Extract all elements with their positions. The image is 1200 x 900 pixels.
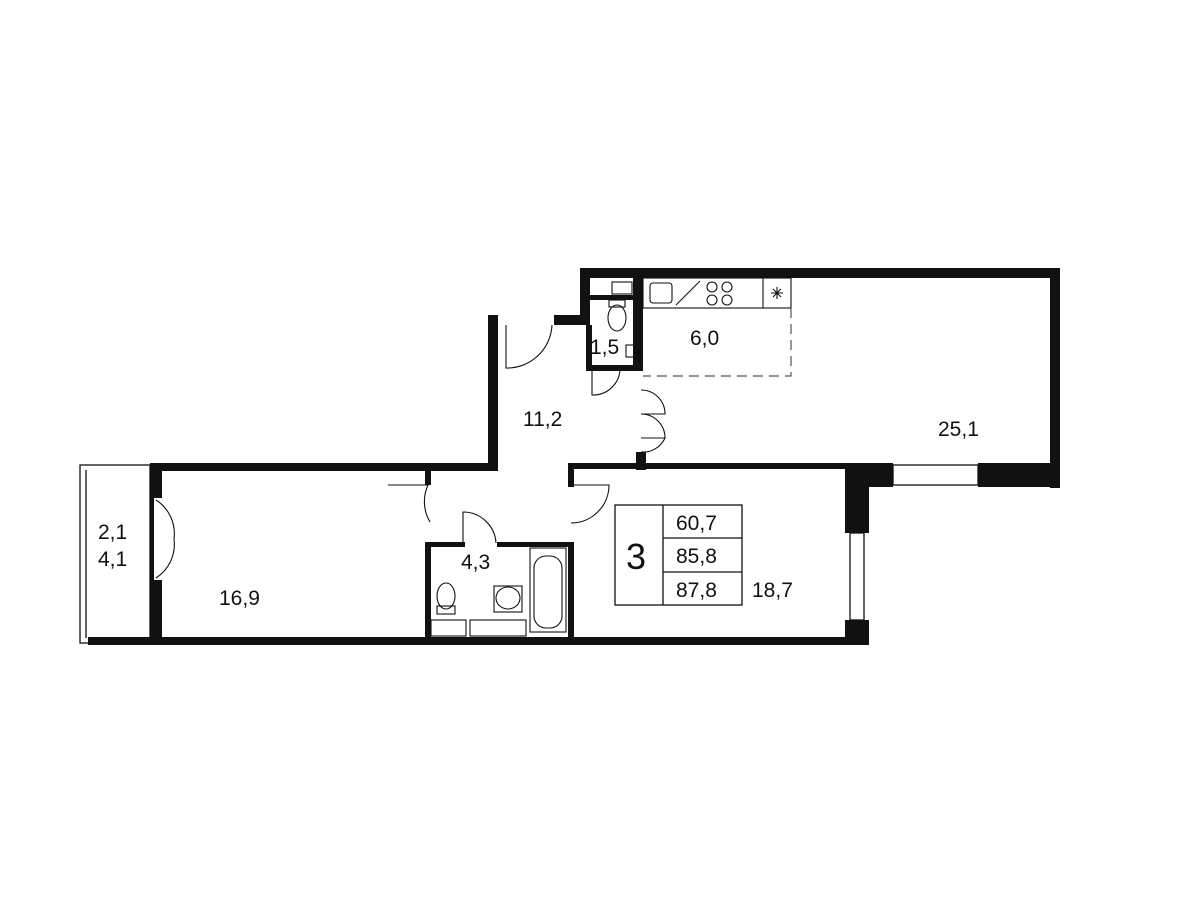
- bath-sink-icon: [495, 586, 521, 610]
- wall-bath-right: [568, 542, 574, 642]
- stove-burner-icon: [706, 281, 718, 293]
- wall-hall-living-lower: [636, 452, 646, 470]
- wall-top-right: [580, 268, 1060, 278]
- bedroom-right-door: [570, 484, 610, 524]
- wall-hall-top-stub: [554, 315, 584, 325]
- legend-area-living: 60,7: [676, 512, 717, 535]
- wall-left-upper: [150, 463, 162, 498]
- room-area-bathroom: 4,3: [461, 551, 490, 574]
- wall-living-bottom-right: [978, 463, 1060, 487]
- room-area-wc: 1,5: [590, 336, 619, 359]
- room-labels: 1,5 6,0 11,2 25,1 2,1 4,1 4,3 16,9 18,7: [98, 327, 979, 610]
- balcony: [79, 464, 154, 644]
- bath-toilet-icon: [436, 582, 456, 610]
- room-area-bedroom-left: 16,9: [219, 587, 260, 610]
- toilet-icon: [607, 304, 627, 332]
- entrance-door: [505, 324, 553, 369]
- kitchen-counter: [642, 277, 792, 309]
- wall-bottom: [88, 637, 869, 645]
- room-area-hall: 11,2: [523, 408, 562, 431]
- wall-bath-top-right: [497, 542, 571, 547]
- bath-cabinet-2: [469, 619, 527, 637]
- wall-bath-left: [425, 542, 431, 642]
- wall-bath-top: [425, 542, 465, 547]
- wall-wc-left: [580, 268, 590, 325]
- legend-area-total-with-balcony: 87,8: [676, 579, 717, 602]
- wall-hall-left: [488, 315, 498, 471]
- balcony-door-frame-left: [150, 498, 154, 580]
- walls: [88, 268, 1060, 645]
- bath-cabinet: [430, 619, 467, 637]
- bedroom-window: [849, 532, 865, 621]
- room-area-balcony-b: 4,1: [98, 548, 127, 571]
- balcony-door: [155, 499, 175, 579]
- room-area-bedroom-right: 18,7: [752, 579, 793, 602]
- wall-hall-bedroom-left-stub: [425, 471, 431, 485]
- wall-right: [1050, 268, 1060, 488]
- wall-bedroom-right-top: [845, 463, 869, 533]
- sink-icon: [649, 282, 673, 304]
- wall-bedroom-right-left: [568, 463, 574, 487]
- wall-wc-corner: [586, 325, 592, 369]
- room-area-living: 25,1: [938, 418, 979, 441]
- wall-wc-right: [633, 278, 643, 370]
- fan-icon: [771, 287, 783, 299]
- wc-tank: [611, 281, 633, 295]
- legend-area-total: 85,8: [676, 545, 717, 568]
- bedroom-left-door: [388, 484, 431, 523]
- room-area-kitchen: 6,0: [690, 327, 719, 350]
- living-door: [640, 389, 666, 453]
- wall-wc-partition: [586, 295, 636, 300]
- bathroom-door: [462, 511, 497, 544]
- living-window: [892, 464, 979, 486]
- bathtub-icon: [529, 547, 567, 633]
- fixtures: [425, 277, 792, 644]
- wall-left-lower: [150, 580, 162, 645]
- wall-wc-bottom: [586, 365, 643, 371]
- legend-rooms-count: 3: [626, 536, 646, 577]
- wc-sink-icon: [625, 344, 635, 358]
- wall-bedroom-top: [568, 463, 848, 469]
- room-area-balcony-a: 2,1: [98, 521, 127, 544]
- legend-box: [614, 504, 743, 606]
- doors: [155, 324, 666, 579]
- wc-door: [591, 369, 621, 396]
- legend: 3 60,7 85,8 87,8: [614, 504, 743, 606]
- kitchen-zone-boundary: [643, 308, 792, 377]
- wall-left-top: [150, 463, 495, 471]
